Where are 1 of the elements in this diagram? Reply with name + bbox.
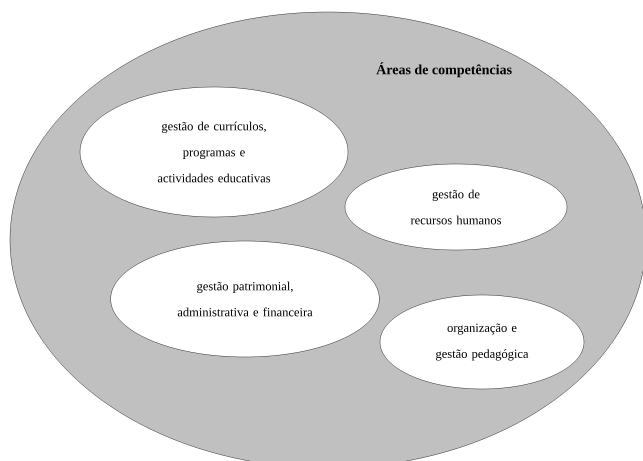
heading: Áreas de competências [376,62,512,78]
